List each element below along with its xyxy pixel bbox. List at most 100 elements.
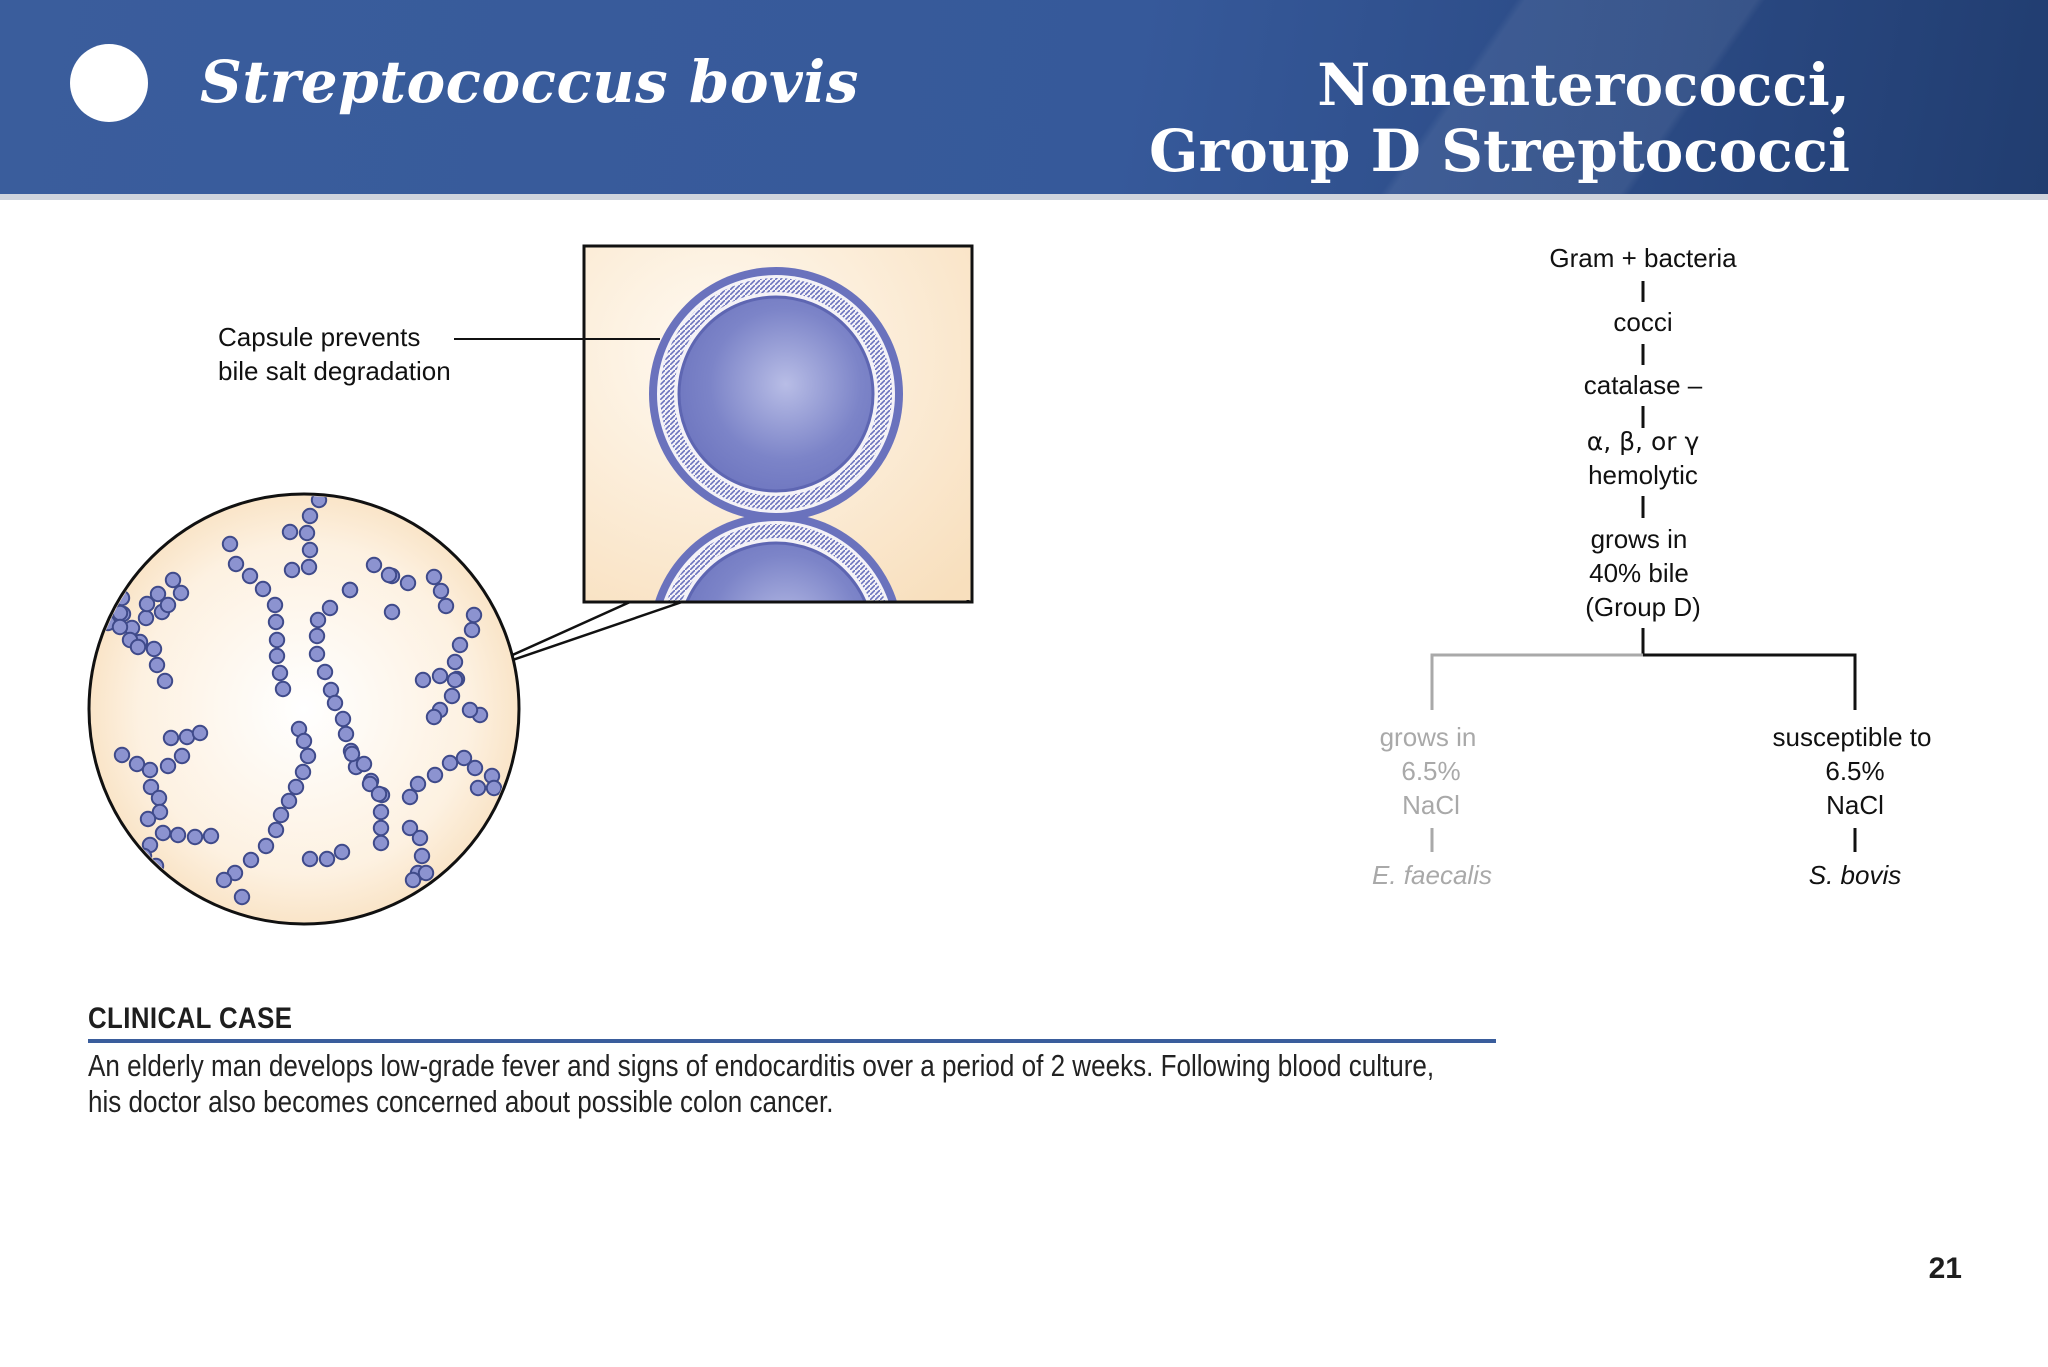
coccus-cell (409, 775, 427, 793)
coccus-cell (295, 732, 313, 750)
node-hemolysis-line2: hemolytic (1588, 460, 1698, 490)
coccus-cell (341, 581, 359, 599)
coccus-cell (321, 599, 339, 617)
coccus-cell (145, 640, 163, 658)
coccus-cell (318, 850, 336, 868)
coccus-cell (463, 621, 481, 639)
coccus-cell (298, 524, 316, 542)
coccus-cell (301, 507, 319, 525)
coccus-cell (469, 779, 487, 797)
node-right-line1: susceptible to (1773, 722, 1932, 752)
coccus-cell (455, 749, 473, 767)
node-left-line1: grows in (1380, 722, 1477, 752)
coccus-cell (443, 687, 461, 705)
coccus-cell (431, 667, 449, 685)
node-cocci: cocci (1613, 307, 1672, 337)
coccus-cell (361, 775, 379, 793)
coccus-cell (294, 763, 312, 781)
node-right-line3: NaCl (1826, 790, 1884, 820)
coccus-cell (272, 806, 290, 824)
coccus-cell (426, 766, 444, 784)
organism-title: Streptococcus bovis (200, 48, 859, 116)
clinical-case-heading: CLINICAL CASE (88, 1002, 293, 1035)
coccus-cell (254, 580, 272, 598)
node-gram-positive: Gram + bacteria (1549, 243, 1737, 273)
coccus-cell (404, 871, 422, 889)
coccus-cell (417, 864, 435, 882)
coccus-cell (432, 582, 450, 600)
page-header: Streptococcus bovis Nonenterococci, Grou… (0, 0, 2048, 200)
category-title-line2: Group D Streptococci (1148, 117, 1850, 185)
node-bile-line1: grows in (1591, 524, 1688, 554)
coccus-cell (172, 584, 190, 602)
coccus-cell (283, 561, 301, 579)
coccus-cell (485, 779, 503, 797)
coccus-cell (150, 789, 168, 807)
coccus-cell (309, 611, 327, 629)
coccus-cell (159, 757, 177, 775)
coccus-cell (142, 778, 160, 796)
coccus-cell (156, 672, 174, 690)
bacteria-chains (99, 496, 503, 906)
node-left-line3: NaCl (1402, 790, 1460, 820)
coccus-cell (301, 850, 319, 868)
coccus-cell (446, 653, 464, 671)
node-left-line2: 6.5% (1401, 756, 1460, 786)
coccus-cell (451, 636, 469, 654)
coccus-cell (268, 647, 286, 665)
coccus-cell (355, 755, 373, 773)
coccus-cell (425, 708, 443, 726)
identification-flowchart: Gram + bacteria cocci catalase – α, β, o… (1372, 243, 1932, 890)
coccus-cell (186, 828, 204, 846)
node-right-line2: 6.5% (1825, 756, 1884, 786)
coccus-cell (465, 606, 483, 624)
coccus-cell (221, 535, 239, 553)
bacteria-illustration: Capsule prevents bile salt degradation (87, 244, 974, 926)
coccus-cell (411, 829, 429, 847)
callout-text-line2: bile salt degradation (218, 356, 451, 386)
coccus-cell (129, 638, 147, 656)
coccus-cell (266, 596, 284, 614)
coccus-cell (301, 541, 319, 559)
coccus-cell (267, 821, 285, 839)
coccus-cell (202, 827, 220, 845)
header-decoration (1228, 0, 2048, 194)
coccus-cell (380, 566, 398, 584)
coccus-cell (162, 729, 180, 747)
coccus-cell (370, 785, 388, 803)
coccus-cell (257, 837, 275, 855)
coccus-cell (401, 819, 419, 837)
category-title-line1: Nonenterococci, (1317, 51, 1850, 119)
coccus-cell (141, 761, 159, 779)
coccus-cell (461, 701, 479, 719)
node-bile-line3: (Group D) (1585, 592, 1701, 622)
microscope-field (87, 492, 521, 926)
coccus-cell (441, 754, 459, 772)
coccus-cell (401, 788, 419, 806)
clinical-case-line2: his doctor also becomes concerned about … (88, 1084, 834, 1119)
coccus-cell (372, 834, 390, 852)
node-bile-line2: 40% bile (1589, 558, 1689, 588)
coccus-cell (242, 851, 260, 869)
coccus-cell (159, 596, 177, 614)
coccus-cell (271, 664, 289, 682)
coccus-cell (343, 745, 361, 763)
coccus-cell (267, 613, 285, 631)
coccus-cell (299, 747, 317, 765)
coccus-cell (287, 778, 305, 796)
coccus-cell (111, 618, 129, 636)
coccus-cell (274, 680, 292, 698)
coccus-cell (191, 724, 209, 742)
coccus-cell (151, 803, 169, 821)
coccus-cell (372, 819, 390, 837)
coccus-cell (334, 710, 352, 728)
coccus-cell (308, 645, 326, 663)
clinical-case-text: An elderly man develops low-grade fever … (88, 1048, 1449, 1120)
coccus-cell (149, 585, 167, 603)
clinical-case-line1: An elderly man develops low-grade fever … (88, 1048, 1435, 1083)
coccus-cell (173, 747, 191, 765)
result-s-bovis: S. bovis (1809, 860, 1902, 890)
coccus-cell (268, 631, 286, 649)
result-e-faecalis: E. faecalis (1372, 860, 1492, 890)
clinical-case-divider (88, 1039, 1496, 1043)
